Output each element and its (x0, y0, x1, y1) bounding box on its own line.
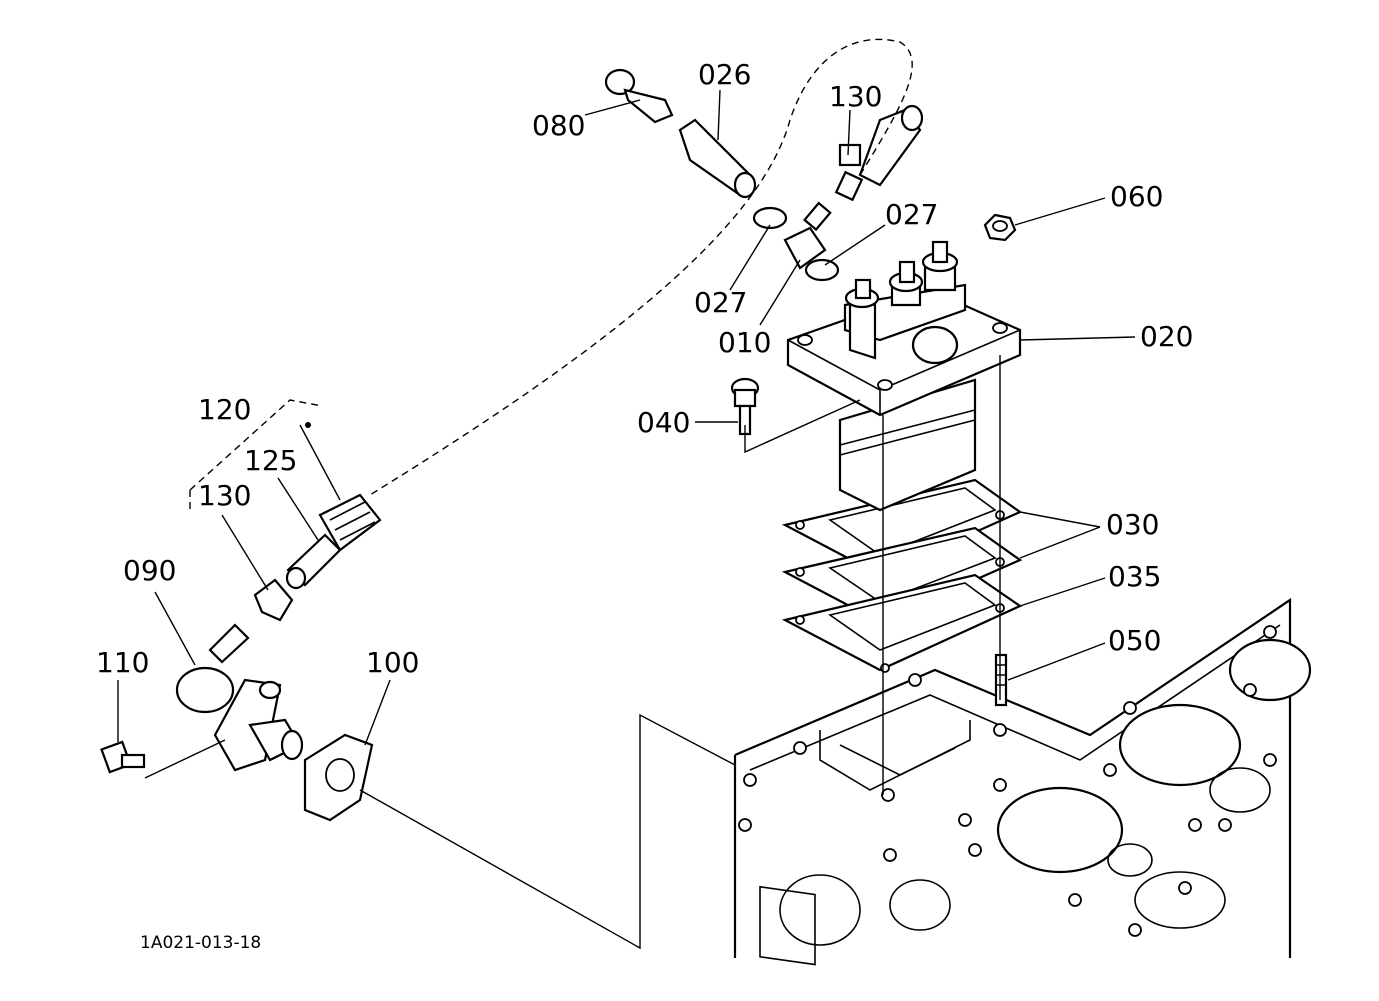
callout-080: 080 (532, 109, 585, 142)
callout-120: 120 (198, 393, 251, 426)
callout-130-upper: 130 (829, 80, 882, 113)
delivery-valve-holders (844, 240, 959, 360)
callout-035: 035 (1108, 560, 1161, 593)
screw-110 (100, 740, 146, 774)
callout-027-upper: 027 (885, 198, 938, 231)
return-hose-end (834, 104, 924, 202)
callout-090: 090 (123, 554, 176, 587)
block-bolt-holes (738, 625, 1277, 937)
stud-050 (994, 653, 1008, 707)
leader-lines (117, 89, 1136, 950)
injection-pump (786, 240, 1022, 512)
callout-110: 110 (96, 646, 149, 679)
pipe-joint-010 (783, 201, 832, 270)
drawing-code: 1A021-013-18 (140, 933, 261, 953)
callout-026: 026 (698, 58, 751, 91)
bolt-040 (730, 377, 760, 436)
callout-040: 040 (637, 406, 690, 439)
joint-bolt-026 (678, 118, 757, 199)
callout-130-lower: 130 (198, 479, 251, 512)
callout-060: 060 (1110, 180, 1163, 213)
callout-100: 100 (366, 646, 419, 679)
callout-labels: 026 080 130 060 027 027 010 020 040 120 … (96, 58, 1193, 953)
fuel-hose-lower (189, 399, 382, 622)
gasket-027-upper (752, 206, 788, 230)
callout-125: 125 (244, 444, 297, 477)
hose-clamp-130 (253, 578, 294, 622)
callout-010: 010 (718, 326, 771, 359)
gasket-027-lower (804, 258, 840, 282)
callout-030: 030 (1106, 508, 1159, 541)
callout-027-lower: 027 (694, 286, 747, 319)
fuel-feed-pump (100, 623, 374, 822)
callout-050: 050 (1108, 624, 1161, 657)
gasket-stack (781, 478, 1023, 673)
callout-020: 020 (1140, 320, 1193, 353)
engine-block (733, 597, 1312, 966)
nut-060 (983, 213, 1017, 242)
fuel-fittings-upper (369, 38, 924, 496)
air-vent-screw-080 (604, 68, 674, 124)
